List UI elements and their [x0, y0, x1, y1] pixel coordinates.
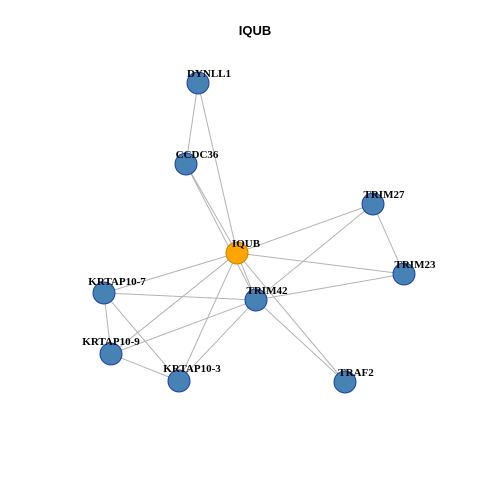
node-iqub: IQUB	[225, 238, 261, 265]
node-label-krtap10-9: KRTAP10-9	[82, 336, 140, 348]
node-krtap10-9: KRTAP10-9	[82, 336, 140, 366]
edge-layer	[103, 82, 405, 383]
edge-trim42-krtap10-7	[103, 292, 257, 301]
node-label-krtap10-7: KRTAP10-7	[88, 276, 146, 288]
edge-iqub-krtap10-9	[110, 252, 238, 355]
node-circle-iqub	[225, 241, 249, 265]
edge-krtap10-9-krtap10-3	[110, 353, 180, 382]
edge-iqub-krtap10-7	[103, 252, 238, 294]
node-label-ccdc36: CCDC36	[176, 149, 219, 161]
node-label-trim23: TRIM23	[395, 259, 436, 271]
edge-trim42-krtap10-3	[178, 299, 257, 382]
node-label-trim42: TRIM42	[247, 285, 288, 297]
node-trim42: TRIM42	[244, 285, 288, 312]
edge-ccdc36-iqub	[185, 163, 238, 254]
node-circle-ccdc36	[174, 152, 198, 176]
node-circle-trim23	[392, 262, 416, 286]
edge-iqub-traf2	[236, 252, 346, 383]
edge-trim27-trim42	[255, 203, 374, 301]
edge-trim27-trim23	[372, 203, 405, 275]
edge-trim23-trim42	[255, 273, 405, 301]
node-layer: IQUBDYNLL1CCDC36TRIM27TRIM23TRIM42KRTAP1…	[82, 68, 436, 394]
edge-trim42-traf2	[255, 299, 346, 383]
node-traf2: TRAF2	[333, 367, 374, 394]
edge-iqub-trim23	[236, 252, 405, 275]
node-dynll1: DYNLL1	[186, 68, 231, 95]
edge-dynll1-ccdc36	[185, 82, 199, 165]
node-circle-traf2	[333, 370, 357, 394]
node-label-trim27: TRIM27	[364, 189, 405, 201]
node-circle-trim42	[244, 288, 268, 312]
node-label-dynll1: DYNLL1	[187, 68, 231, 80]
node-label-traf2: TRAF2	[338, 367, 374, 379]
edge-iqub-trim27	[236, 203, 374, 254]
node-krtap10-7: KRTAP10-7	[88, 276, 146, 305]
node-circle-krtap10-3	[167, 369, 191, 393]
node-krtap10-3: KRTAP10-3	[163, 363, 221, 393]
node-circle-trim27	[361, 192, 385, 216]
node-label-krtap10-3: KRTAP10-3	[163, 363, 221, 375]
edge-iqub-krtap10-3	[178, 252, 238, 382]
edge-trim42-krtap10-9	[110, 299, 257, 355]
node-circle-krtap10-9	[99, 342, 123, 366]
edge-krtap10-7-krtap10-3	[103, 292, 180, 382]
node-trim23: TRIM23	[392, 259, 436, 286]
node-trim27: TRIM27	[361, 189, 405, 216]
node-circle-dynll1	[186, 71, 210, 95]
node-label-iqub: IQUB	[232, 238, 261, 250]
node-circle-krtap10-7	[92, 281, 116, 305]
graph-title: IQUB	[239, 23, 272, 38]
edge-dynll1-iqub	[197, 82, 238, 254]
edge-ccdc36-trim42	[185, 163, 257, 301]
node-ccdc36: CCDC36	[174, 149, 219, 176]
